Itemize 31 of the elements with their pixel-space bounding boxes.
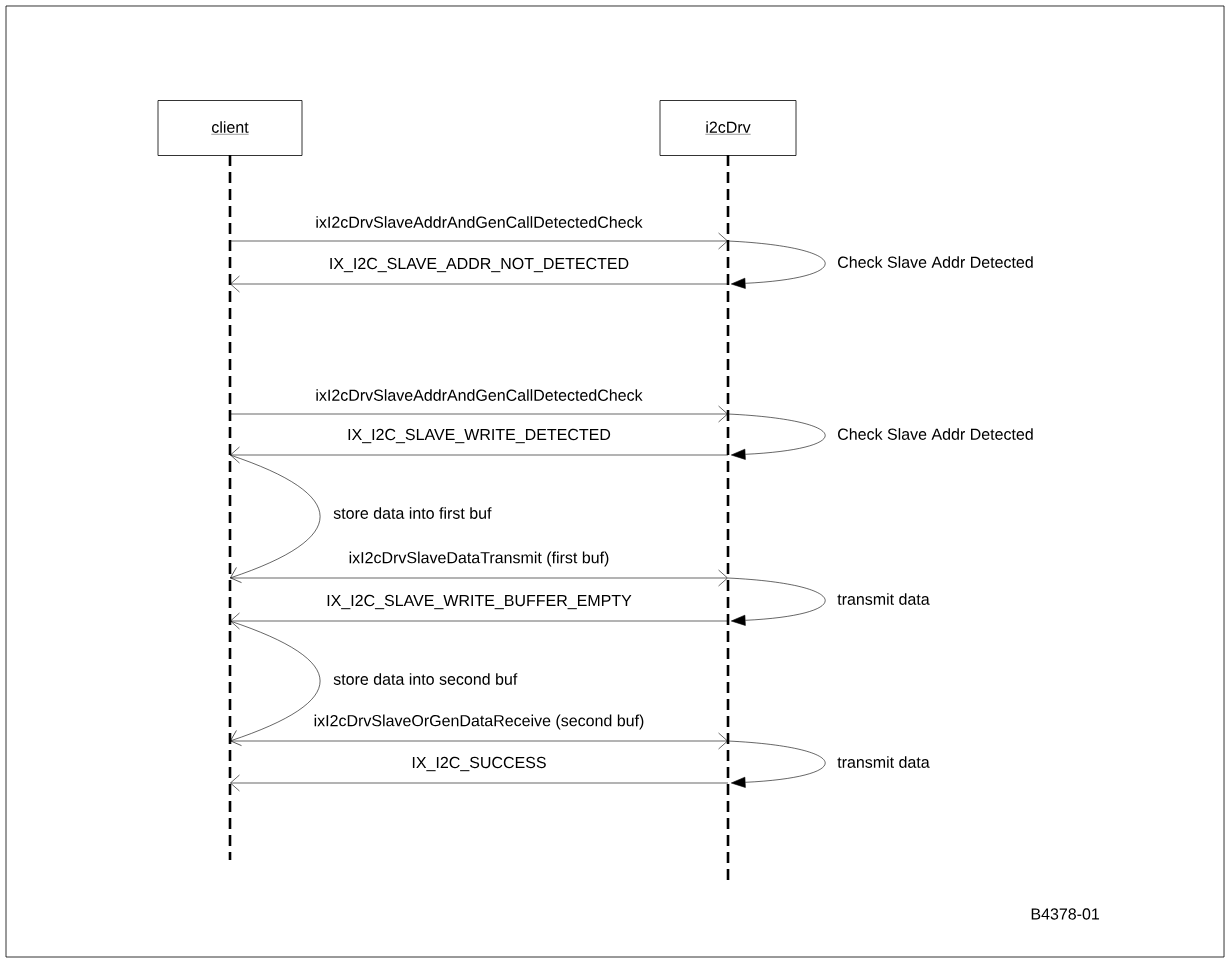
self-call-label: Check Slave Addr Detected [838, 256, 1033, 268]
self-call-arrow [229, 454, 321, 583]
self-call-label: store data into first buf [333, 507, 492, 519]
self-call-label: transmit data [837, 756, 930, 768]
figure-number: B4378-01 [1031, 908, 1099, 920]
message-arrow [229, 232, 728, 250]
message-label: ixI2cDrvSlaveAddrAndGenCallDetectedCheck [314, 215, 644, 229]
message-arrow [230, 275, 729, 293]
self-call-arrow [727, 740, 826, 788]
message-arrow [230, 612, 729, 630]
self-call-arrow [229, 620, 321, 746]
message-label: IX_I2C_SLAVE_WRITE_BUFFER_EMPTY [325, 593, 633, 611]
message-label: ixI2cDrvSlaveAddrAndGenCallDetectedCheck [314, 388, 644, 402]
message-label: IX_I2C_SLAVE_WRITE_DETECTED [346, 427, 612, 445]
participant-box: client [157, 100, 303, 156]
message-label: IX_I2C_SLAVE_ADDR_NOT_DETECTED [327, 256, 631, 274]
self-call-label: transmit data [837, 593, 930, 605]
message-arrow [230, 446, 729, 464]
self-call-label: Check Slave Addr Detected [838, 428, 1033, 440]
message-arrow [229, 732, 728, 750]
participant-box: i2cDrv [659, 100, 797, 156]
self-call-arrow [727, 577, 826, 626]
message-arrow [230, 774, 729, 792]
message-label: ixI2cDrvSlaveOrGenDataReceive (second buf) [312, 713, 646, 731]
message-arrow [229, 405, 728, 423]
message-label: ixI2cDrvSlaveDataTransmit (first buf) [347, 550, 611, 568]
self-call-arrow [727, 240, 826, 289]
message-arrow [229, 569, 728, 587]
message-label: IX_I2C_SUCCESS [410, 755, 548, 773]
self-call-label: store data into second buf [333, 673, 518, 685]
self-call-arrow [727, 413, 826, 460]
